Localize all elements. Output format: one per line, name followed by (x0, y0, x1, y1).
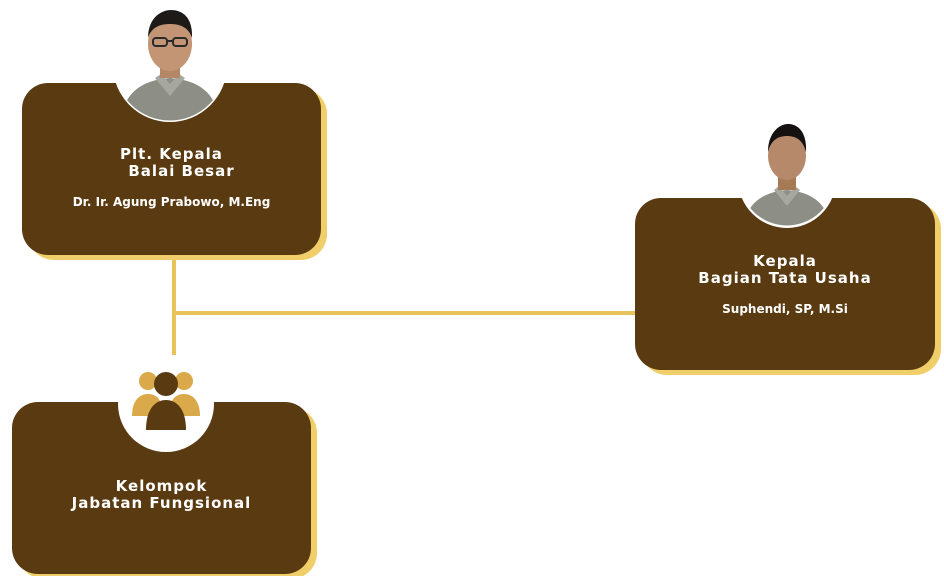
admin-title-line2: Bagian Tata Usaha (698, 269, 872, 287)
head-title-line2: Balai Besar (128, 162, 235, 180)
functional-icon-circle (118, 356, 214, 452)
person-photo-icon (738, 118, 836, 228)
head-name: Dr. Ir. Agung Prabowo, M.Eng (72, 195, 271, 209)
admin-card: Kepala Bagian Tata Usaha Suphendi, SP, M… (635, 198, 935, 370)
group-icon (132, 372, 200, 430)
connector-horizontal (174, 311, 638, 315)
head-title: Plt. Kepala Balai Besar (22, 146, 321, 180)
connector-vertical (172, 257, 176, 355)
head-title-line1: Plt. Kepala (120, 145, 223, 163)
functional-title-line2: Jabatan Fungsional (71, 494, 252, 512)
head-photo (113, 0, 227, 122)
admin-photo (738, 118, 836, 228)
functional-title: Kelompok Jabatan Fungsional (12, 478, 311, 512)
person-photo-icon (113, 0, 227, 122)
admin-title: Kepala Bagian Tata Usaha (635, 253, 935, 287)
admin-name: Suphendi, SP, M.Si (722, 302, 848, 316)
admin-title-line1: Kepala (753, 252, 817, 270)
functional-title-line1: Kelompok (115, 477, 208, 495)
